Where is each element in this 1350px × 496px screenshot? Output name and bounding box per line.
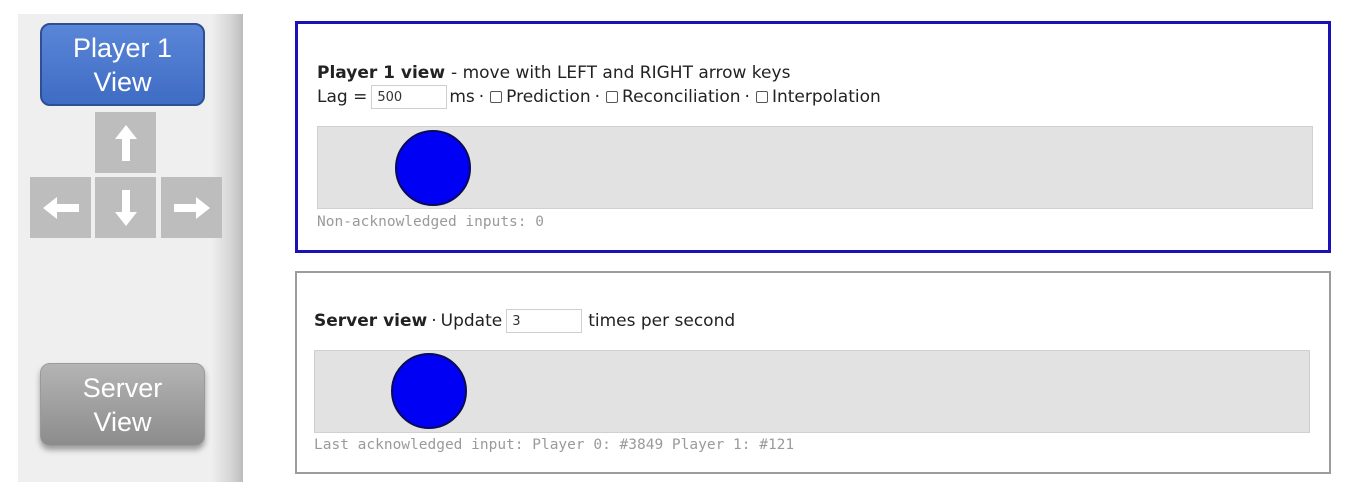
separator-dot: ·	[594, 87, 601, 107]
player-1-canvas	[317, 126, 1313, 209]
separator-dot: ·	[744, 87, 750, 107]
update-unit: times per second	[588, 311, 736, 331]
server-view-button[interactable]: Server View	[40, 363, 205, 446]
player-1-controls: Lag = ms · Prediction · Reconciliation ·…	[317, 85, 881, 109]
separator-dot: ·	[431, 311, 437, 331]
update-rate-input[interactable]	[506, 309, 583, 333]
player-1-title: Player 1 view	[317, 63, 446, 83]
player-1-header: Player 1 view - move with LEFT and RIGHT…	[317, 62, 790, 84]
interpolation-label: Interpolation	[771, 87, 881, 107]
reconciliation-label: Reconciliation	[622, 87, 741, 107]
server-canvas	[314, 350, 1310, 433]
interpolation-checkbox[interactable]	[755, 91, 768, 103]
right-arrow-key[interactable]	[161, 177, 222, 238]
sidebar: Player 1 View Server View	[18, 14, 243, 482]
server-view-label: Server View	[82, 372, 163, 437]
left-arrow-key[interactable]	[30, 177, 91, 238]
separator-dot: ·	[478, 87, 485, 107]
server-title: Server view	[314, 311, 428, 331]
player-1-view-label: Player 1 View	[72, 32, 173, 97]
right-arrow-icon	[173, 196, 210, 219]
up-arrow-icon	[114, 124, 137, 161]
player-1-view-button[interactable]: Player 1 View	[40, 23, 205, 106]
down-arrow-icon	[114, 189, 137, 226]
player-1-panel: Player 1 view - move with LEFT and RIGHT…	[295, 21, 1331, 253]
update-label: Update	[440, 311, 503, 331]
non-acknowledged-inputs-status: Non-acknowledged inputs: 0	[317, 214, 544, 230]
down-arrow-key[interactable]	[95, 177, 156, 238]
server-panel: Server view · Update times per second La…	[295, 271, 1331, 474]
prediction-label: Prediction	[506, 87, 591, 107]
player-ball	[395, 130, 471, 206]
up-arrow-key[interactable]	[95, 112, 156, 173]
lag-unit: ms	[449, 87, 475, 107]
left-arrow-icon	[42, 196, 79, 219]
reconciliation-checkbox[interactable]	[606, 91, 619, 103]
server-ball	[391, 353, 467, 429]
player-1-subtitle: - move with LEFT and RIGHT arrow keys	[451, 63, 791, 83]
last-acknowledged-input-status: Last acknowledged input: Player 0: #3849…	[314, 437, 795, 453]
prediction-checkbox[interactable]	[490, 91, 503, 103]
server-header: Server view · Update times per second	[314, 309, 735, 333]
lag-label: Lag =	[317, 87, 368, 107]
lag-input[interactable]	[371, 85, 448, 109]
